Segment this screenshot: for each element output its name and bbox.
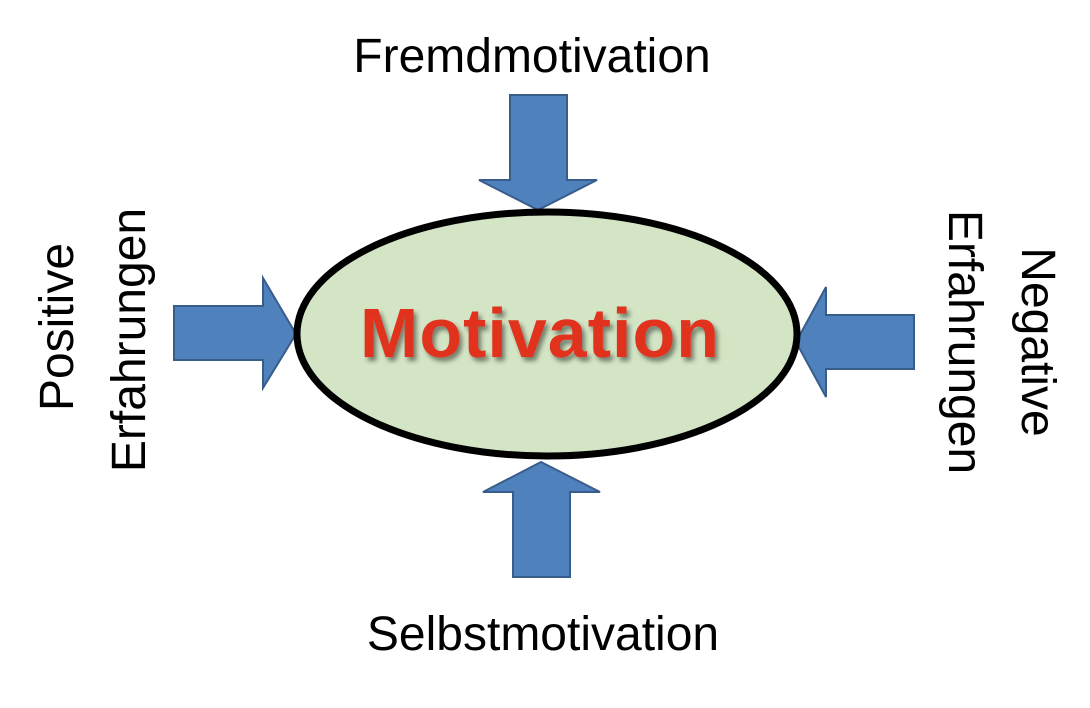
center-label: Motivation: [360, 294, 720, 372]
label-positive-line1: Positive: [31, 243, 84, 411]
arrow-right-icon: [173, 274, 298, 392]
label-negative-line2: Erfahrungen: [938, 210, 991, 474]
label-negative-line1: Negative: [1011, 247, 1064, 436]
label-positive-line2: Erfahrungen: [103, 208, 156, 472]
label-fremdmotivation: Fremdmotivation: [353, 30, 710, 83]
motivation-ellipse: [293, 208, 801, 460]
arrow-up-icon: [482, 460, 601, 578]
arrow-left-icon: [794, 286, 915, 398]
arrow-down-icon: [478, 94, 598, 212]
label-negative-erfahrungen: Negative Erfahrungen: [938, 210, 1064, 474]
label-positive-erfahrungen: Positive Erfahrungen: [31, 208, 156, 472]
label-selbstmotivation: Selbstmotivation: [367, 608, 719, 661]
